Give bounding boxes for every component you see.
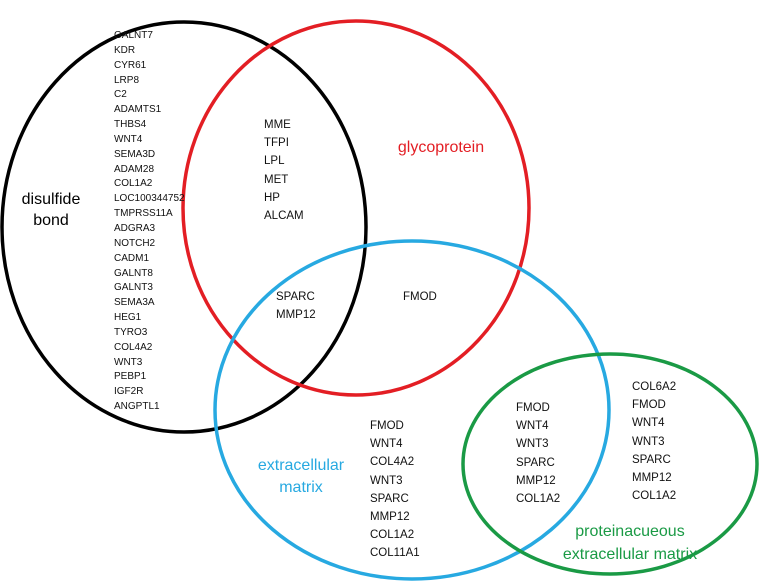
gene-item: GALNT3 <box>114 282 153 294</box>
gene-item: COL4A2 <box>370 456 415 469</box>
gene-item: MMP12 <box>516 474 556 487</box>
disulfide-glycoprotein-extracellular-gene-list: SPARC MMP12 <box>276 288 316 324</box>
gene-item: FMOD <box>370 420 404 432</box>
gene-item: WNT4 <box>114 133 143 145</box>
gene-item: LPL <box>264 155 285 168</box>
disulfide-glycoprotein-gene-list: MME TFPI LPL MET HP ALCAM <box>264 116 304 225</box>
gene-item: MMP12 <box>632 472 672 485</box>
gene-item: PEBP1 <box>114 371 147 383</box>
gene-item: LOC100344752 <box>114 193 185 205</box>
gene-item: MME <box>264 119 291 131</box>
gene-item: FMOD <box>516 402 550 414</box>
extracellular-matrix-label-line: matrix <box>279 479 323 496</box>
gene-item: GALNT8 <box>114 267 153 279</box>
proteinaceous-ecm-label-line: proteinacueous <box>575 523 685 540</box>
gene-item: TYRO3 <box>114 326 148 338</box>
extracellular-matrix-ellipse <box>213 239 611 581</box>
gene-item: MMP12 <box>276 309 316 322</box>
gene-item: WNT4 <box>632 417 665 430</box>
glycoprotein-ellipse <box>181 19 531 397</box>
disulfide-only-gene-list: GALNT7 KDR CYR61 LRP8 C2 ADAMTS1 THBS4 W… <box>114 29 185 415</box>
glycoprotein-label-line: glycoprotein <box>397 139 485 156</box>
disulfide-bond-label-line: bond <box>33 212 69 229</box>
gene-item: WNT3 <box>516 438 549 451</box>
gene-item: ADAM28 <box>114 163 155 175</box>
extracellular-proteinaceous-gene-list: FMOD WNT4 WNT3 SPARC MMP12 COL1A2 <box>516 399 560 508</box>
gene-item: HEG1 <box>114 312 142 324</box>
disulfide-bond-label-line: disulfide <box>21 191 81 208</box>
gene-item: LRP8 <box>114 74 140 86</box>
gene-item: WNT3 <box>632 435 665 448</box>
extracellular-matrix-label-line: extracellular <box>257 457 345 474</box>
gene-item: COL1A2 <box>370 529 415 542</box>
gene-item: MMP12 <box>370 511 410 524</box>
gene-item: ANGPTL1 <box>114 401 160 413</box>
gene-item: WNT4 <box>516 420 549 433</box>
gene-item: ALCAM <box>264 210 304 223</box>
gene-item: FMOD <box>632 399 666 412</box>
gene-item: COL11A1 <box>370 547 420 560</box>
proteinaceous-only-gene-list: COL6A2 FMOD WNT4 WNT3 SPARC MMP12 COL1A2 <box>632 378 676 505</box>
gene-item: COL1A2 <box>114 178 153 190</box>
gene-item: SPARC <box>370 492 409 505</box>
gene-item: NOTCH2 <box>114 237 156 249</box>
gene-item: HP <box>264 191 280 204</box>
gene-item: TMPRSS11A <box>114 208 173 220</box>
gene-item: WNT3 <box>370 474 403 487</box>
gene-item: CADM1 <box>114 252 150 264</box>
gene-item: SEMA3D <box>114 148 156 160</box>
proteinaceous-ecm-label-line: extracellular matrix <box>562 546 698 563</box>
gene-item: MET <box>264 173 289 186</box>
gene-item: SPARC <box>516 456 555 469</box>
gene-item: WNT3 <box>114 356 143 368</box>
gene-item: SPARC <box>276 291 315 303</box>
gene-item: COL1A2 <box>516 493 561 506</box>
disulfide-bond-ellipse <box>0 20 368 434</box>
gene-item: GALNT7 <box>114 30 153 41</box>
gene-item: ADGRA3 <box>114 222 156 234</box>
gene-item: WNT4 <box>370 438 403 451</box>
proteinaceous-ecm-ellipse <box>461 352 759 576</box>
disulfide-bond-label: disulfide bond <box>14 189 88 231</box>
gene-item: TFPI <box>264 137 289 150</box>
glycoprotein-label: glycoprotein <box>389 138 493 158</box>
gene-item: SPARC <box>632 453 671 466</box>
gene-item: C2 <box>114 89 127 101</box>
gene-item: ADAMTS1 <box>114 104 162 116</box>
gene-item: CYR61 <box>114 59 147 71</box>
gene-item: COL4A2 <box>114 341 153 353</box>
gene-item: IGF2R <box>114 386 144 398</box>
gene-item: COL6A2 <box>632 381 677 393</box>
extracellular-matrix-label: extracellular matrix <box>248 455 354 499</box>
extracellular-only-gene-list: FMOD WNT4 COL4A2 WNT3 SPARC MMP12 COL1A2… <box>370 417 420 563</box>
proteinaceous-ecm-label: proteinacueous extracellular matrix <box>546 520 714 566</box>
gene-item: KDR <box>114 44 136 56</box>
gene-item: THBS4 <box>114 119 147 131</box>
gene-item: FMOD <box>403 291 437 303</box>
glycoprotein-extracellular-gene-list: FMOD <box>403 288 437 306</box>
gene-item: SEMA3A <box>114 297 155 309</box>
gene-item: COL1A2 <box>632 490 677 503</box>
